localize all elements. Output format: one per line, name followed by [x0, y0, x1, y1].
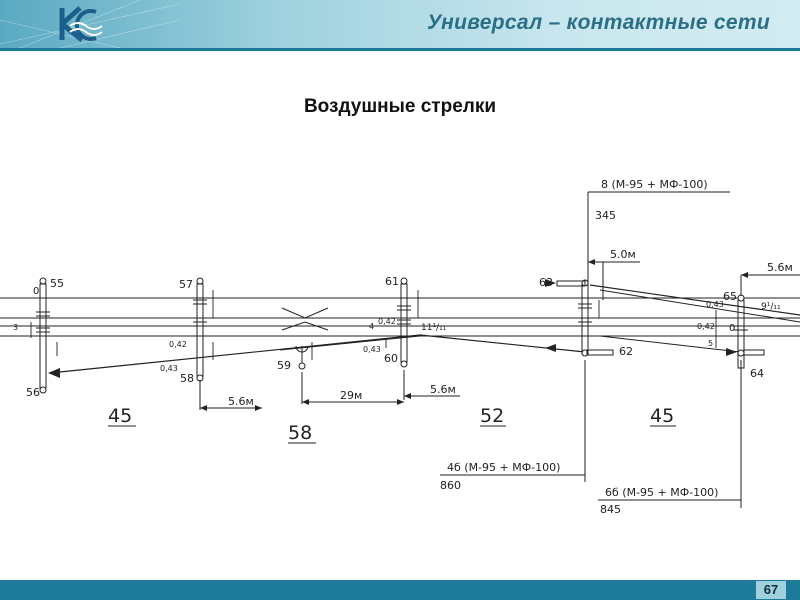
company-logo-icon — [0, 0, 180, 48]
support-58: 58 — [180, 372, 194, 385]
support-62: 62 — [619, 345, 633, 358]
header-bar — [0, 0, 800, 48]
support-64: 64 — [750, 367, 764, 380]
angle-2: 9¹/₁₁ — [761, 302, 781, 312]
diverging-wire-2 — [279, 335, 421, 351]
offset-6: 0,42 — [697, 322, 715, 331]
dimension-4: 5.0м — [610, 248, 636, 261]
support-65: 65 — [723, 290, 737, 303]
support-56: 56 — [26, 386, 40, 399]
span-3: 52 — [480, 405, 504, 427]
length-lower-left: 860 — [440, 479, 461, 492]
offset-3: 0,42 — [378, 317, 396, 326]
diverging-wire-4 — [589, 284, 800, 316]
dimension-1: 5.6м — [228, 395, 254, 408]
support-55: 55 — [50, 277, 64, 290]
footer-bar — [0, 580, 800, 600]
cable-label-lower-left: 4б (М-95 + МФ-100) — [447, 461, 560, 474]
diverging-wire-1 — [49, 334, 421, 374]
span-4: 45 — [650, 405, 674, 427]
cable-label-top: 8 (М-95 + МФ-100) — [601, 178, 708, 191]
page-number: 67 — [756, 581, 786, 599]
offset-10: 0 — [33, 286, 39, 297]
span-2: 58 — [288, 422, 312, 444]
diverging-wire-5 — [599, 289, 800, 323]
angle-1: 11¹/₁₁ — [421, 323, 447, 333]
cable-label-lower-right: 6б (М-95 + МФ-100) — [605, 486, 718, 499]
support-59: 59 — [277, 359, 291, 372]
support-57: 57 — [179, 278, 193, 291]
dimension-5: 5.6м — [767, 261, 793, 274]
length-top: 345 — [595, 209, 616, 222]
offset-8: 4 — [369, 322, 374, 331]
support-63: 63 — [539, 276, 553, 289]
offset-2: 0,43 — [160, 364, 178, 373]
offset-9: 5 — [708, 339, 713, 348]
support-61: 61 — [385, 275, 399, 288]
offset-7: 3 — [13, 323, 18, 332]
support-63-62 — [581, 283, 589, 355]
span-1: 45 — [108, 405, 132, 427]
support-65-64 — [737, 299, 745, 369]
dimension-3: 5.6м — [430, 383, 456, 396]
header-divider — [0, 48, 800, 51]
offset-11: 0 — [729, 323, 735, 334]
diverging-wire-3 — [419, 334, 586, 353]
offset-1: 0,42 — [169, 340, 187, 349]
offset-4: 0,43 — [363, 345, 381, 354]
support-61-60 — [400, 283, 408, 363]
diverging-wire-6 — [599, 335, 741, 353]
offset-5: 0,43 — [706, 300, 724, 309]
length-lower-right: 845 — [600, 503, 621, 516]
support-60: 60 — [384, 352, 398, 365]
dimension-2: 29м — [340, 389, 362, 402]
slide-heading: Воздушные стрелки — [303, 96, 497, 117]
header-title: Универсал – контактные сети — [427, 11, 770, 34]
